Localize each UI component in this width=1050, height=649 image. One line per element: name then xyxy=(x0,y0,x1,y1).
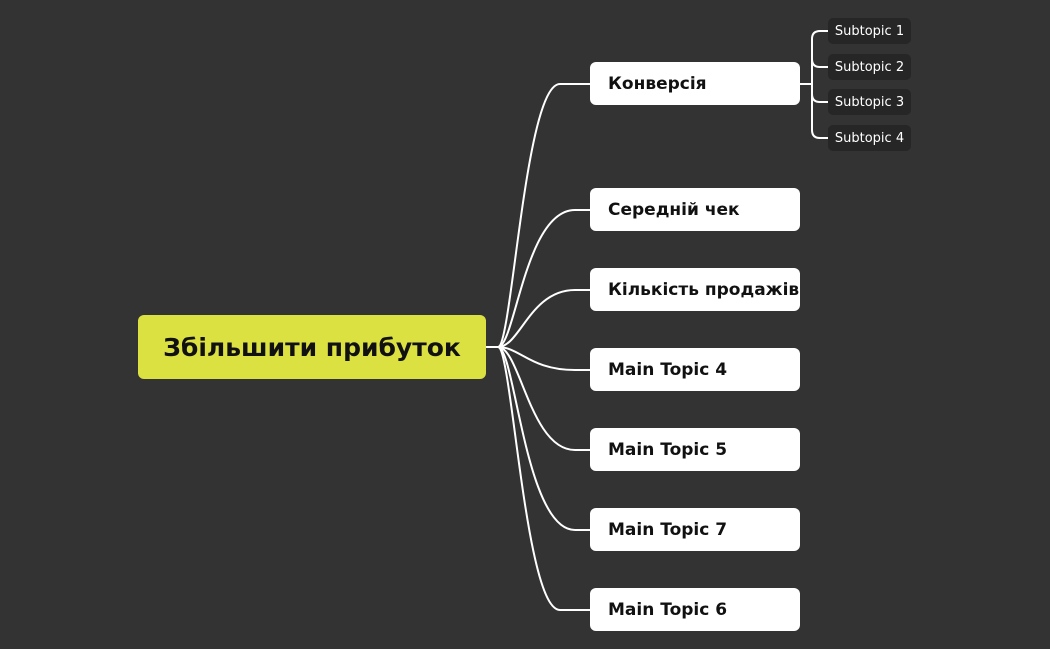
connector-root-to-topic-1 xyxy=(486,83,590,348)
main-topic-sales-count[interactable]: Кількість продажів xyxy=(590,268,800,311)
connector-to-subtopic-3 xyxy=(811,93,828,103)
central-topic[interactable]: Збільшити прибуток xyxy=(138,315,486,379)
connector-to-subtopic-2 xyxy=(811,58,828,68)
main-topic-4[interactable]: Main Topic 4 xyxy=(590,348,800,391)
subtopic-4[interactable]: Subtopic 4 xyxy=(828,125,911,151)
connector-to-subtopic-1 xyxy=(811,30,828,40)
main-topic-average-check[interactable]: Середній чек xyxy=(590,188,800,231)
main-topic-5[interactable]: Main Topic 5 xyxy=(590,428,800,471)
main-topic-7[interactable]: Main Topic 7 xyxy=(590,508,800,551)
main-topic-6[interactable]: Main Topic 6 xyxy=(590,588,800,631)
subtopic-3[interactable]: Subtopic 3 xyxy=(828,89,911,115)
connector-root-to-topic-6 xyxy=(486,346,590,531)
connector-root-to-topic-5 xyxy=(486,346,590,451)
main-topic-conversion[interactable]: Конверсія xyxy=(590,62,800,105)
connector-root-to-topic-2 xyxy=(486,209,590,348)
connector-to-subtopic-4 xyxy=(811,129,828,139)
connector-root-to-topic-7 xyxy=(486,346,590,611)
subtopic-1[interactable]: Subtopic 1 xyxy=(828,18,911,44)
subtopic-2[interactable]: Subtopic 2 xyxy=(828,54,911,80)
